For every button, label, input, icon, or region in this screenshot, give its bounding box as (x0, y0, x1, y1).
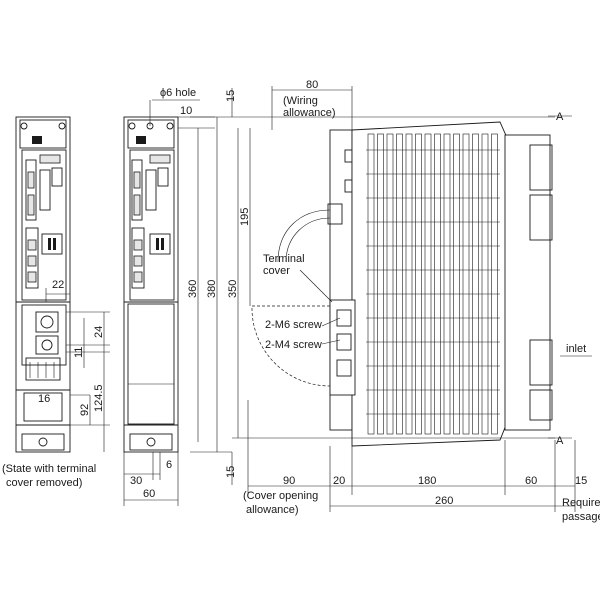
heatsink-fin (415, 133, 422, 435)
dim-24: 24 (93, 326, 105, 338)
dim-124-5: 124.5 (93, 384, 105, 412)
heatsink-fin (434, 133, 441, 435)
labels: ϕ6 hole (Wiring allowance) Terminal cove… (2, 79, 600, 523)
dim-15-top: 15 (225, 90, 237, 102)
section-a-top: A (556, 111, 564, 123)
dim-16: 16 (38, 393, 50, 405)
m6-screw-label: 2-M6 screw (265, 319, 322, 331)
side-view (251, 121, 553, 447)
dim-260: 260 (435, 495, 453, 507)
dim-22: 22 (52, 279, 64, 291)
heatsink-fin (405, 133, 413, 435)
heatsink-fin (481, 133, 489, 435)
cover-opening-line1: (Cover opening (243, 490, 318, 502)
state-note-line2: cover removed) (6, 477, 82, 489)
wiring-allowance-line1: (Wiring (283, 95, 318, 107)
required-line2: passage (562, 511, 600, 523)
dim-30: 30 (130, 475, 142, 487)
dim-90: 90 (283, 475, 295, 487)
heatsink-fin (367, 133, 375, 435)
state-note-line1: (State with terminal (2, 463, 96, 475)
m4-screw-label: 2-M4 screw (265, 339, 322, 351)
heatsink-fin (377, 133, 384, 435)
dim-360: 360 (187, 280, 199, 298)
dimension-lines (45, 86, 592, 512)
terminal-cover-line1: Terminal (263, 253, 305, 265)
dim-80: 80 (306, 79, 318, 91)
dim-60-front: 60 (143, 488, 155, 500)
front-view (123, 116, 179, 453)
heatsink-fin (443, 133, 451, 435)
dim-350: 350 (227, 280, 239, 298)
dim-6: 6 (166, 459, 172, 471)
heatsink-fin (386, 133, 394, 435)
heatsink-fin (462, 133, 470, 435)
dim-10: 10 (180, 105, 192, 117)
dim-15-right: 15 (575, 475, 587, 487)
heatsink-fin (491, 133, 498, 435)
inlet-label: inlet (566, 343, 586, 355)
dim-60-side: 60 (525, 475, 537, 487)
heatsink-fins (366, 133, 500, 435)
front-view-cover-removed (15, 116, 71, 453)
dim-15-bottom: 15 (225, 466, 237, 478)
heatsink-fin (424, 133, 432, 435)
hole-label: ϕ6 hole (160, 87, 196, 99)
heatsink-fin (396, 133, 403, 435)
dim-11: 11 (73, 347, 85, 358)
dim-180: 180 (418, 475, 436, 487)
dim-20: 20 (333, 475, 345, 487)
dim-92: 92 (79, 404, 91, 416)
cover-opening-line2: allowance) (246, 504, 299, 516)
dim-380: 380 (206, 280, 218, 298)
terminal-cover-line2: cover (263, 265, 290, 277)
heatsink-fin (453, 133, 460, 435)
heatsink-fin (472, 133, 479, 435)
dim-195: 195 (239, 208, 251, 226)
section-a-bottom: A (556, 435, 564, 447)
wiring-allowance-line2: allowance) (283, 107, 336, 119)
required-line1: Required (562, 497, 600, 509)
